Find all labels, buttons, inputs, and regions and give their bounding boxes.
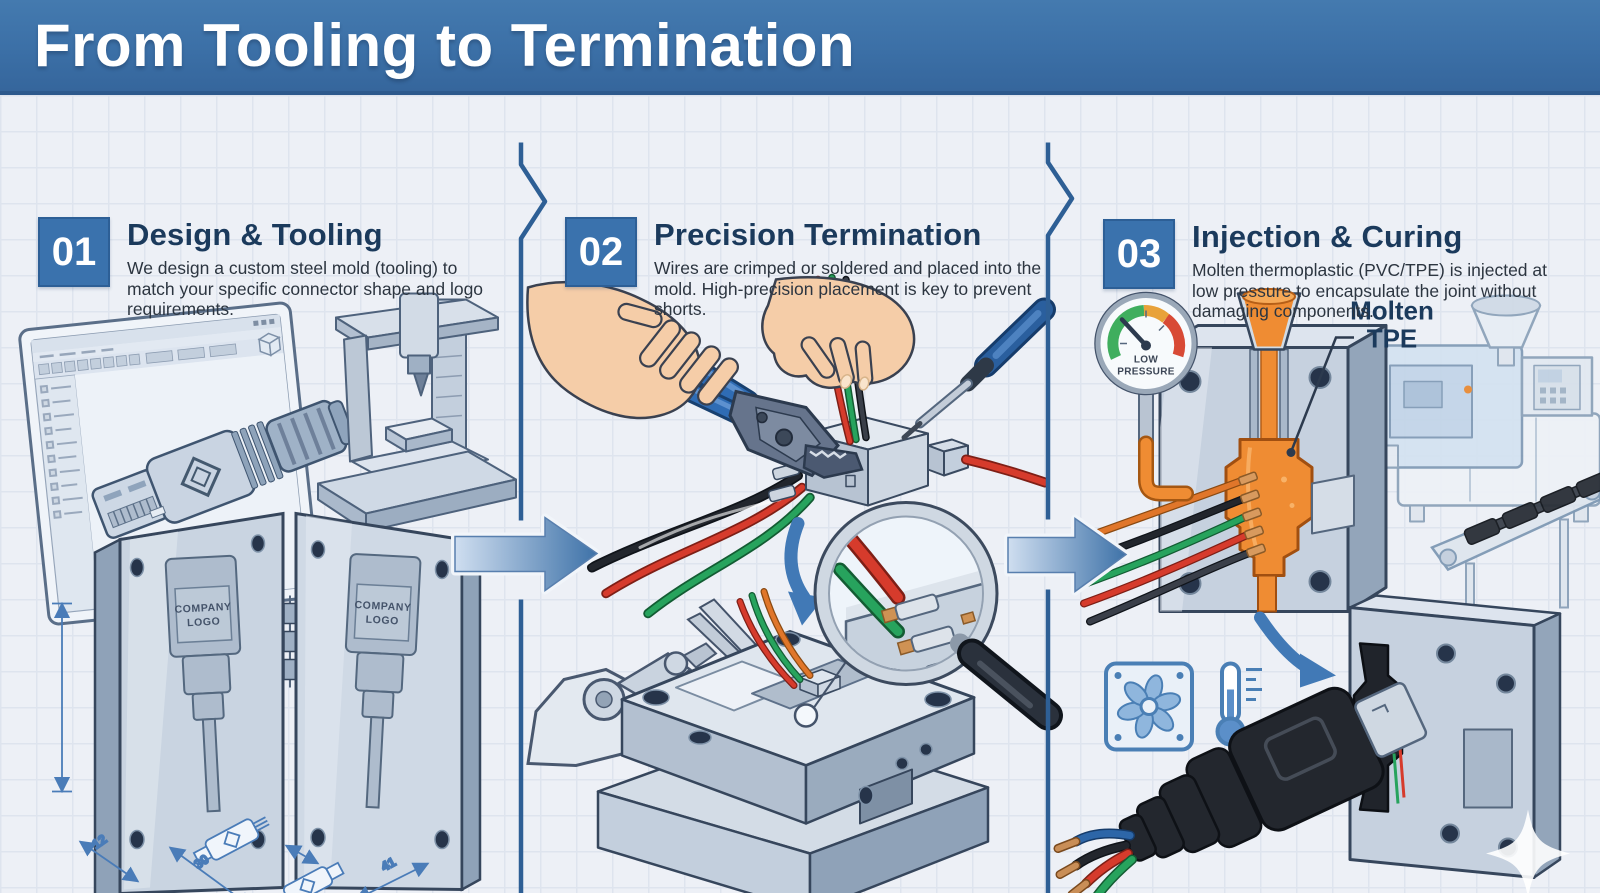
sparkle [1486, 809, 1570, 893]
feature-tree [39, 384, 83, 519]
cnc-machine [317, 292, 517, 533]
window-controls-icon [253, 318, 275, 326]
step-3-header: 03 Injection & Curing Molten thermoplast… [1103, 219, 1570, 322]
company-logo-text: COMPANY [354, 599, 412, 614]
conveyor-belt [1430, 470, 1600, 637]
gauge-label: PRESSURE [1117, 367, 1174, 378]
pressure-gauge: LOW PRESSURE [1094, 291, 1198, 502]
step-3-description: Molten thermoplastic (PVC/TPE) is inject… [1192, 260, 1547, 322]
header: From Tooling to Termination [0, 0, 1600, 95]
company-logo-text: LOGO [365, 614, 399, 628]
view-cube-icon [257, 332, 282, 357]
curved-arrow [1254, 611, 1336, 688]
finished-connector [1053, 682, 1428, 893]
molten-tpe-label: Molten [1350, 296, 1434, 326]
panel-divider-2 [1045, 142, 1075, 893]
connector-logo-icon [180, 456, 222, 498]
soldering-iron [901, 297, 1056, 440]
dimension-label: 41 [378, 854, 398, 874]
content-area: COMPANY LOGO [0, 95, 1600, 893]
panel-divider-1 [518, 142, 548, 893]
molten-stream [1260, 348, 1278, 445]
step-1-number-badge: 01 [38, 217, 110, 287]
step-3-title: Injection & Curing [1192, 219, 1463, 254]
red-lead-wire [961, 454, 1050, 488]
fan-icon [1104, 661, 1194, 752]
step-3-number-badge: 03 [1103, 219, 1175, 289]
molten-tpe-label: TPE [1367, 324, 1418, 354]
magnifier [793, 501, 1063, 731]
molten-tpe-callout: Molten TPE [1286, 296, 1434, 457]
connector-sketch [282, 861, 345, 893]
mold-hinge [283, 595, 297, 688]
magnifier-target [793, 703, 819, 728]
panel-1-illustration: COMPANY LOGO [18, 292, 517, 893]
menu-dashes [39, 348, 114, 359]
illustration-canvas: COMPANY LOGO [18, 142, 1600, 893]
mold-half-left: COMPANY LOGO [93, 511, 285, 893]
toolbar-icons [38, 343, 237, 376]
wire-ferrules [1237, 471, 1267, 558]
step-2-title: Precision Termination [654, 217, 982, 252]
flow-arrow-1 [451, 513, 601, 595]
mold-half-right: COMPANY LOGO [294, 511, 482, 892]
gauge-label: LOW [1134, 355, 1158, 366]
mold-base [596, 588, 990, 893]
injection-machine [1337, 294, 1600, 523]
connector-wires [1053, 828, 1137, 893]
step-2-number-badge: 02 [565, 217, 637, 287]
blueprint-dimensions: 12 30 41 [52, 601, 430, 893]
step-2-description: Wires are crimped or soldered and placed… [654, 258, 1042, 320]
step-2-header: 02 Precision Termination Wires are crimp… [565, 217, 1044, 320]
step-1-title: Design & Tooling [127, 217, 383, 252]
poster-title: From Tooling to Termination [34, 12, 856, 79]
flow-arrow-2 [1004, 514, 1130, 596]
hand-left [526, 280, 739, 420]
panel-3-illustration: LOW PRESSURE Molten TPE [1053, 288, 1600, 893]
panel-2-illustration [526, 273, 1063, 893]
hand-right [761, 276, 916, 391]
molded-connectors [1463, 470, 1600, 546]
company-logo-text: COMPANY [174, 601, 232, 616]
steel-mold-halves: COMPANY LOGO [93, 511, 482, 893]
step-1-description: We design a custom steel mold (tooling) … [127, 258, 484, 320]
step-1-header: 01 Design & Tooling We design a custom s… [38, 217, 499, 320]
company-logo-text: LOGO [187, 615, 221, 629]
cavity-wires [736, 588, 814, 689]
connector-sketch [192, 816, 270, 865]
